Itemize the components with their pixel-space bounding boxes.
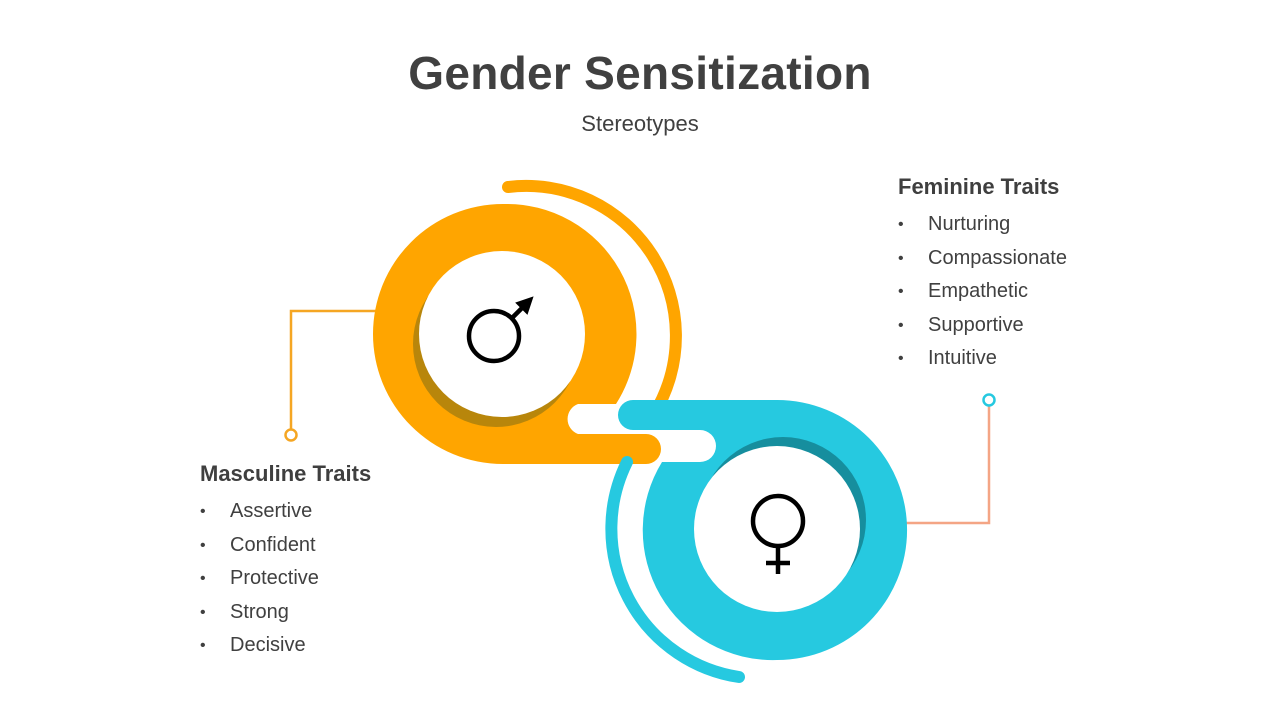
page-subtitle: Stereotypes	[581, 111, 699, 136]
feminine-outer-arc	[605, 456, 745, 683]
feminine-traits-block: Feminine Traits Nurturing Compassionate …	[898, 174, 1067, 376]
list-item: Protective	[200, 562, 371, 596]
masculine-outer-arc	[502, 179, 682, 420]
list-item: Confident	[200, 529, 371, 563]
feminine-connector-dot	[982, 393, 996, 407]
female-symbol-icon	[750, 493, 806, 574]
masculine-traits-heading: Masculine Traits	[200, 461, 372, 486]
feminine-traits-list: Nurturing Compassionate Empathetic Suppo…	[898, 208, 1067, 376]
page-title: Gender Sensitization	[408, 47, 872, 99]
masculine-traits-block: Masculine Traits Assertive Confident Pro…	[200, 461, 371, 663]
list-item: Strong	[200, 596, 371, 630]
list-item: Compassionate	[898, 242, 1067, 276]
list-item: Intuitive	[898, 342, 1067, 376]
feminine-inner-circle	[694, 446, 860, 612]
masculine-connector-dot	[284, 428, 298, 442]
list-item: Empathetic	[898, 275, 1067, 309]
masculine-traits-list: Assertive Confident Protective Strong De…	[200, 495, 371, 663]
masculine-inner-circle	[419, 251, 585, 417]
list-item: Decisive	[200, 629, 371, 663]
feminine-connector-line	[905, 406, 991, 525]
masculine-connector-line	[289, 309, 376, 430]
list-item: Nurturing	[898, 208, 1067, 242]
male-symbol-icon	[466, 296, 534, 364]
feminine-traits-heading: Feminine Traits	[898, 174, 1060, 199]
list-item: Supportive	[898, 309, 1067, 343]
list-item: Assertive	[200, 495, 371, 529]
